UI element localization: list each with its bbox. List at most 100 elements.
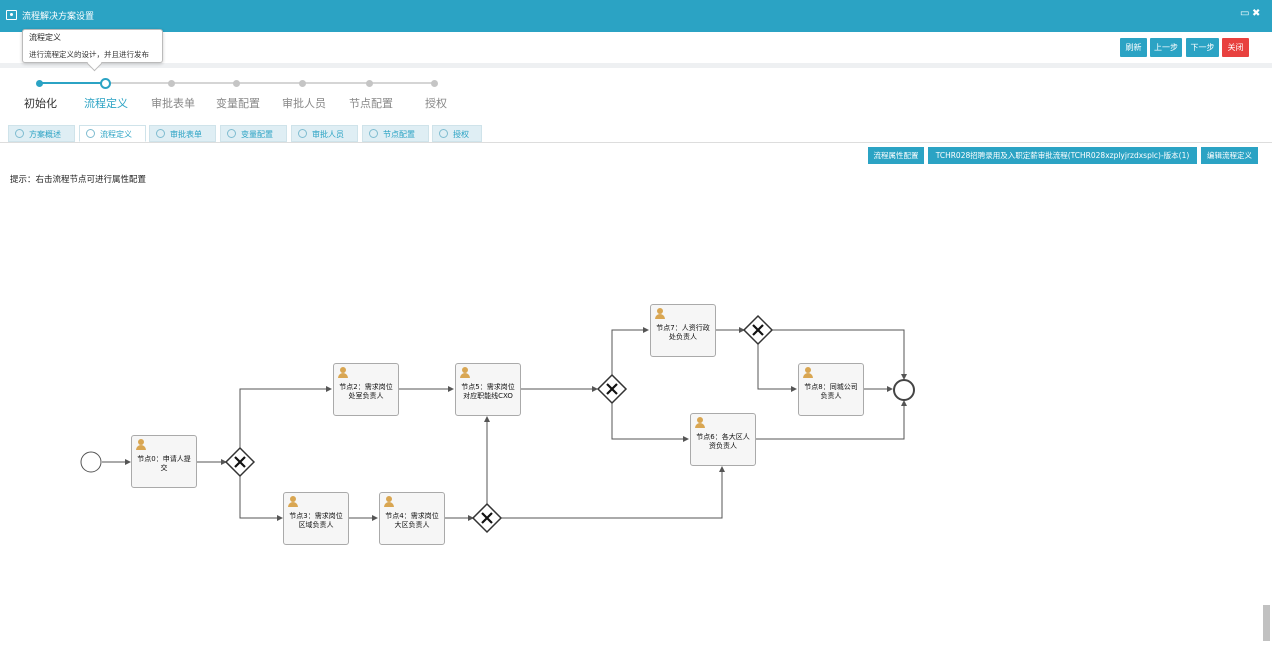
gateway-2 [471,502,503,534]
node-label-line1: 节点8：同城公司 [804,383,858,391]
tab-icon [439,129,448,138]
node-label-line2: 大区负责人 [394,521,430,529]
edge-g1-n2 [239,386,332,448]
edge-g3-n6 [611,403,689,442]
user-icon [460,367,470,378]
tab-icon [15,129,24,138]
header-separator [0,63,1272,68]
user-icon [655,308,665,319]
step-tooltip: 流程定义 进行流程定义的设计，并且进行发布 [22,29,163,63]
flow-node-5[interactable]: 节点5：需求岗位对应职能线CXO [455,363,521,416]
node-label-line1: 节点2：需求岗位 [339,383,393,391]
node-label-line1: 节点3：需求岗位 [289,512,343,520]
tab-variables[interactable]: 变量配置 [220,125,287,142]
user-icon [384,496,394,507]
step-dot-2[interactable] [168,80,175,87]
node-label-line1: 节点6：各大区人 [696,433,750,441]
step-dot-5[interactable] [366,80,373,87]
edit-flow-button[interactable]: 编辑流程定义 [1201,147,1258,164]
edge-g1-n3 [239,476,283,521]
node-label-line1: 节点5：需求岗位 [461,383,515,391]
step-label-flow[interactable]: 流程定义 [84,97,128,110]
tab-label: 审批表单 [170,130,202,139]
node-label-line1: 节点7：人资行政 [656,324,710,332]
tab-flow-definition[interactable]: 流程定义 [79,125,146,142]
flow-node-8[interactable]: 节点8：同城公司负责人 [798,363,864,416]
node-label-line2: 处负责人 [669,333,697,341]
node-label-line2: 交 [160,464,168,472]
tab-icon [86,129,95,138]
tab-label: 审批人员 [312,130,344,139]
step-dot-3[interactable] [233,80,240,87]
flow-version-button[interactable]: TCHR028招聘录用及入职定薪审批流程(TCHR028xzplyjrzdxsp… [928,147,1197,164]
scrollbar-thumb[interactable] [1263,605,1270,641]
tab-approval-form[interactable]: 审批表单 [149,125,216,142]
window-icon [6,10,17,20]
flow-node-0[interactable]: 节点0：申请人提交 [131,435,197,488]
stepper-line-done [39,82,105,84]
step-label-auth[interactable]: 授权 [425,97,447,110]
node-label-line1: 节点0：申请人提 [137,455,191,463]
user-icon [338,367,348,378]
end-event [893,379,915,401]
step-label-nodes[interactable]: 节点配置 [349,97,393,110]
node-label-line2: 区域负责人 [298,521,334,529]
flow-node-4[interactable]: 节点4：需求岗位大区负责人 [379,492,445,545]
close-window-icon[interactable]: ✖ [1252,8,1261,19]
node-label-line2: 负责人 [820,392,842,400]
flow-properties-button[interactable]: 流程属性配置 [868,147,924,164]
stepper-line-todo [105,82,435,84]
edge-g4-n8 [757,344,797,392]
restore-icon[interactable]: ▭ [1240,8,1250,19]
user-icon [288,496,298,507]
window-title: 流程解决方案设置 [22,12,95,22]
tab-icon [156,129,165,138]
tab-authorization[interactable]: 授权 [432,125,482,142]
step-dot-1[interactable] [100,78,111,89]
tab-node-config[interactable]: 节点配置 [362,125,429,142]
step-dot-4[interactable] [299,80,306,87]
window-titlebar: 流程解决方案设置 ▭ ✖ [0,0,1272,32]
tab-icon [369,129,378,138]
gateway-1 [224,446,256,478]
node-label-line2: 处室负责人 [348,392,384,400]
step-dot-6[interactable] [431,80,438,87]
refresh-button[interactable]: 刷新 [1120,38,1147,57]
step-label-vars[interactable]: 变量配置 [216,97,260,110]
edge-g3-n7 [611,327,649,375]
step-label-form[interactable]: 审批表单 [151,97,195,110]
edge-g2-n6 [501,466,725,519]
tooltip-desc: 进行流程定义的设计，并且进行发布 [29,50,149,59]
tab-label: 变量配置 [241,130,273,139]
start-event [80,451,102,473]
step-dot-0[interactable] [36,80,43,87]
tab-overview[interactable]: 方案概述 [8,125,75,142]
close-button[interactable]: 关闭 [1222,38,1249,57]
node-label-line1: 节点4：需求岗位 [385,512,439,520]
node-label-line2: 资负责人 [709,442,737,450]
flow-node-6[interactable]: 节点6：各大区人资负责人 [690,413,756,466]
tab-icon [298,129,307,138]
flow-node-2[interactable]: 节点2：需求岗位处室负责人 [333,363,399,416]
tab-approvers[interactable]: 审批人员 [291,125,358,142]
tooltip-title: 流程定义 [29,33,61,42]
flow-node-7[interactable]: 节点7：人资行政处负责人 [650,304,716,357]
flow-node-3[interactable]: 节点3：需求岗位区域负责人 [283,492,349,545]
tab-label: 授权 [453,130,469,139]
tab-icon [227,129,236,138]
prev-step-button[interactable]: 上一步 [1150,38,1182,57]
node-label-line2: 对应职能线CXO [463,392,513,400]
gateway-3 [596,373,628,405]
tab-label: 方案概述 [29,130,61,139]
next-step-button[interactable]: 下一步 [1186,38,1219,57]
user-icon [695,417,705,428]
step-label-approvers[interactable]: 审批人员 [282,97,326,110]
edge-g4-end [772,329,907,380]
user-icon [803,367,813,378]
tab-label: 流程定义 [100,130,132,139]
tab-label: 节点配置 [383,130,415,139]
step-label-init[interactable]: 初始化 [24,97,57,110]
gateway-4 [742,314,774,346]
edge-n6-end [756,400,907,440]
